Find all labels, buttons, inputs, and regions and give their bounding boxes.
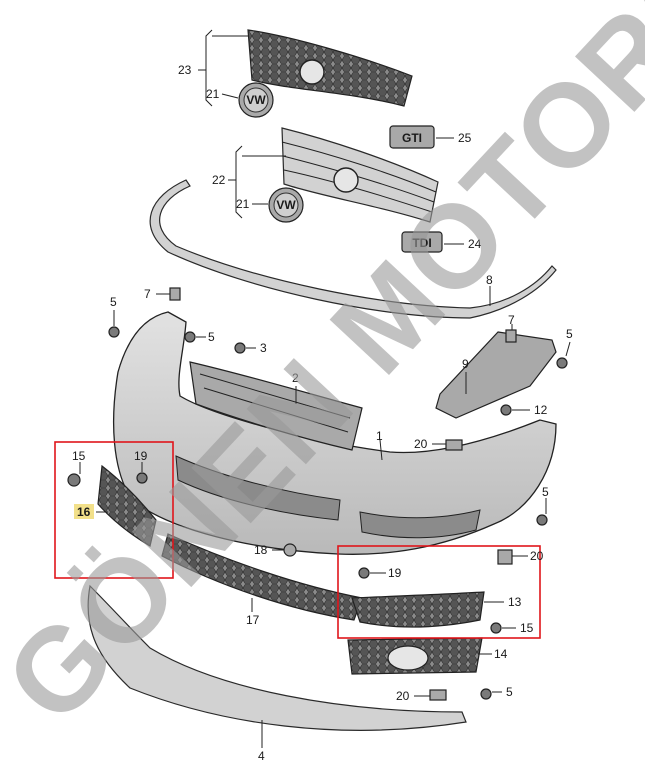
callout-25: 25 (458, 131, 472, 145)
tdi-badge-text: TDI (412, 236, 431, 250)
callout-7-right: 7 (508, 313, 515, 327)
highlight-box-left (54, 441, 174, 579)
vw-emblem-text-mid: VW (276, 198, 296, 212)
right-grille-13 (351, 591, 485, 628)
callout-12: 12 (534, 403, 548, 417)
callout-21-mid: 21 (236, 197, 250, 211)
callout-labels: 23 21 25 22 21 24 8 7 5 5 3 7 5 9 2 12 1… (72, 63, 573, 763)
callout-14: 14 (494, 647, 508, 661)
clip-7-b (505, 329, 517, 343)
screw-5-c (556, 357, 568, 369)
upper-grille-23 (247, 29, 413, 107)
lower-grille-17 (161, 533, 363, 621)
callout-13: 13 (508, 595, 522, 609)
callout-7-left: 7 (144, 287, 151, 301)
callout-3: 3 (260, 341, 267, 355)
screw-5-b (184, 331, 196, 343)
bumper-carrier-2 (189, 361, 363, 451)
callout-5-e: 5 (506, 685, 513, 699)
gti-badge-text: GTI (402, 131, 422, 145)
clip-20-c (429, 689, 447, 701)
screw-5-a (108, 326, 120, 338)
callout-2: 2 (292, 371, 299, 385)
callout-5-d: 5 (542, 485, 549, 499)
screw-15-a (67, 473, 81, 487)
side-bracket-9 (435, 331, 557, 419)
left-grille-16 (97, 464, 157, 547)
nut-18 (283, 543, 297, 557)
callout-20-b: 20 (530, 549, 544, 563)
callout-19-left: 19 (134, 449, 148, 463)
watermark: GÖNEN MOTORS (0, 0, 645, 748)
callout-22: 22 (212, 173, 226, 187)
callout-24: 24 (468, 237, 482, 251)
screw-5-e (480, 688, 492, 700)
vw-emblem-text-top: VW (246, 93, 266, 107)
callout-16-highlight (74, 504, 94, 519)
screw-12 (500, 404, 512, 416)
callout-19-right: 19 (388, 566, 402, 580)
trim-strip-8 (149, 179, 557, 319)
leader-lines (79, 29, 571, 748)
screw-19-a (136, 472, 148, 484)
gti-badge-25: GTI (389, 125, 435, 149)
slatted-grille-22 (281, 127, 439, 223)
callout-21-top: 21 (206, 87, 220, 101)
callout-15-left: 15 (72, 449, 86, 463)
callout-16: 16 (77, 505, 91, 519)
screw-19-b (358, 567, 370, 579)
callout-1: 1 (376, 429, 383, 443)
callout-20-a: 20 (414, 437, 428, 451)
callout-5-b: 5 (208, 330, 215, 344)
callout-15-right: 15 (520, 621, 534, 635)
clip-7-a (169, 287, 181, 301)
vw-emblem-21-mid: VW (268, 187, 304, 223)
bumper-cover-1 (112, 311, 557, 555)
tdi-badge-24: TDI (401, 231, 443, 253)
callout-9: 9 (462, 357, 469, 371)
callout-18: 18 (254, 543, 268, 557)
foglamp-grille-14 (347, 637, 483, 675)
vw-emblem-21-top: VW (238, 82, 274, 118)
callout-5-c: 5 (566, 327, 573, 341)
callout-4: 4 (258, 749, 265, 763)
callout-8: 8 (486, 273, 493, 287)
clip-20-a (445, 439, 463, 451)
lower-spoiler-4 (87, 584, 467, 731)
callout-20-c: 20 (396, 689, 410, 703)
screw-5-d (536, 514, 548, 526)
callout-17: 17 (246, 613, 260, 627)
callout-5-a: 5 (110, 295, 117, 309)
clip-20-b (497, 549, 513, 565)
screw-15-b (490, 622, 502, 634)
screw-3 (234, 342, 246, 354)
fasteners (67, 287, 568, 701)
highlight-box-right (337, 545, 541, 639)
callout-23: 23 (178, 63, 192, 77)
